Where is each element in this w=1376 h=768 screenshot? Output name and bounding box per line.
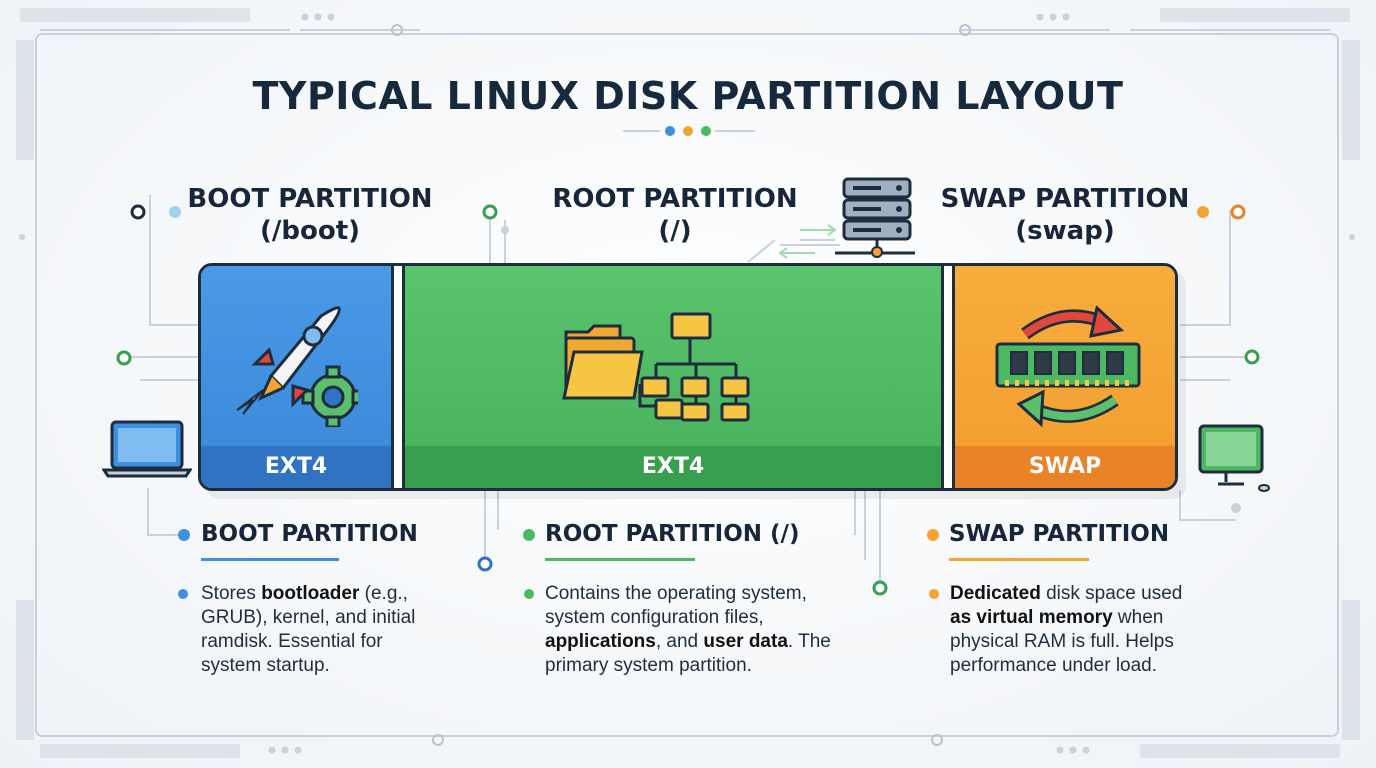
root-card-underline	[545, 558, 695, 561]
root-card-heading: ROOT PARTITION (/)	[545, 521, 800, 547]
boot-text-bullet-icon	[178, 589, 188, 599]
boot-card-text-segment: (e.g., GRUB), kernel, and initial ramdis…	[201, 583, 416, 676]
desktop-monitor-icon	[1198, 424, 1270, 492]
root-card-description: Contains the operating system, system co…	[545, 582, 835, 678]
swap-partition-title: SWAP PARTITION (swap)	[920, 183, 1210, 247]
rocket-gear-icon	[236, 306, 358, 427]
swap-partition-name: SWAP PARTITION	[940, 184, 1190, 214]
swap-text-bullet-icon	[929, 589, 939, 599]
swap-fs-band	[955, 446, 1175, 488]
boot-card-underline	[201, 558, 339, 561]
swap-fs-label: SWAP	[1028, 454, 1102, 479]
swap-partition-mount: (swap)	[1015, 216, 1115, 246]
boot-card-text-segment: bootloader	[261, 583, 360, 604]
boot-root-divider	[391, 266, 405, 488]
root-card-text-segment: Contains the operating system, system co…	[545, 583, 807, 628]
root-segment: EXT4	[405, 266, 941, 488]
swap-card-text-segment: Dedicated	[950, 583, 1041, 604]
root-swap-divider	[941, 266, 955, 488]
laptop-icon	[102, 420, 192, 478]
root-card-bullet-icon	[523, 529, 535, 541]
swap-card-heading: SWAP PARTITION	[949, 521, 1170, 547]
root-card-text-segment: user data	[703, 631, 788, 652]
folder-tree-icon	[562, 312, 750, 422]
boot-fs-label: EXT4	[264, 454, 328, 479]
swap-segment: SWAP	[955, 266, 1175, 488]
boot-partition-name: BOOT PARTITION	[187, 184, 433, 214]
swap-card-bullet-icon	[927, 529, 939, 541]
diagram-title: TYPICAL LINUX DISK PARTITION LAYOUT	[252, 74, 1124, 118]
boot-partition-title: BOOT PARTITION (/boot)	[170, 183, 450, 247]
memory-swap-icon	[995, 305, 1141, 428]
root-partition-name: ROOT PARTITION	[552, 184, 798, 214]
boot-card-heading: BOOT PARTITION	[201, 521, 418, 547]
disk-bar: EXT4 EXT4	[198, 263, 1178, 491]
swap-card-text-segment: as virtual memory	[950, 607, 1113, 628]
root-partition-mount: (/)	[658, 216, 692, 246]
server-icon	[835, 177, 915, 258]
swap-card-description: Dedicated disk space used as virtual mem…	[950, 582, 1205, 678]
root-fs-label: EXT4	[641, 454, 705, 479]
root-card-text-segment: applications	[545, 631, 656, 652]
boot-card-description: Stores bootloader (e.g., GRUB), kernel, …	[201, 582, 446, 678]
boot-partition-mount: (/boot)	[259, 216, 361, 246]
swap-card-text-segment: disk space used	[1040, 583, 1183, 604]
root-fs-band	[405, 446, 941, 488]
swap-card-text-segment: when physical RAM is full. Helps perform…	[950, 607, 1174, 676]
boot-segment: EXT4	[201, 266, 391, 488]
boot-fs-band	[201, 446, 391, 488]
root-text-bullet-icon	[524, 589, 534, 599]
swap-card-underline	[949, 558, 1089, 561]
boot-card-text-segment: Stores	[201, 583, 262, 604]
root-card-text-segment: , and	[655, 631, 704, 652]
boot-card-bullet-icon	[178, 529, 190, 541]
root-partition-title: ROOT PARTITION (/)	[530, 183, 820, 247]
root-card-text-segment: . The primary system partition.	[545, 631, 831, 676]
